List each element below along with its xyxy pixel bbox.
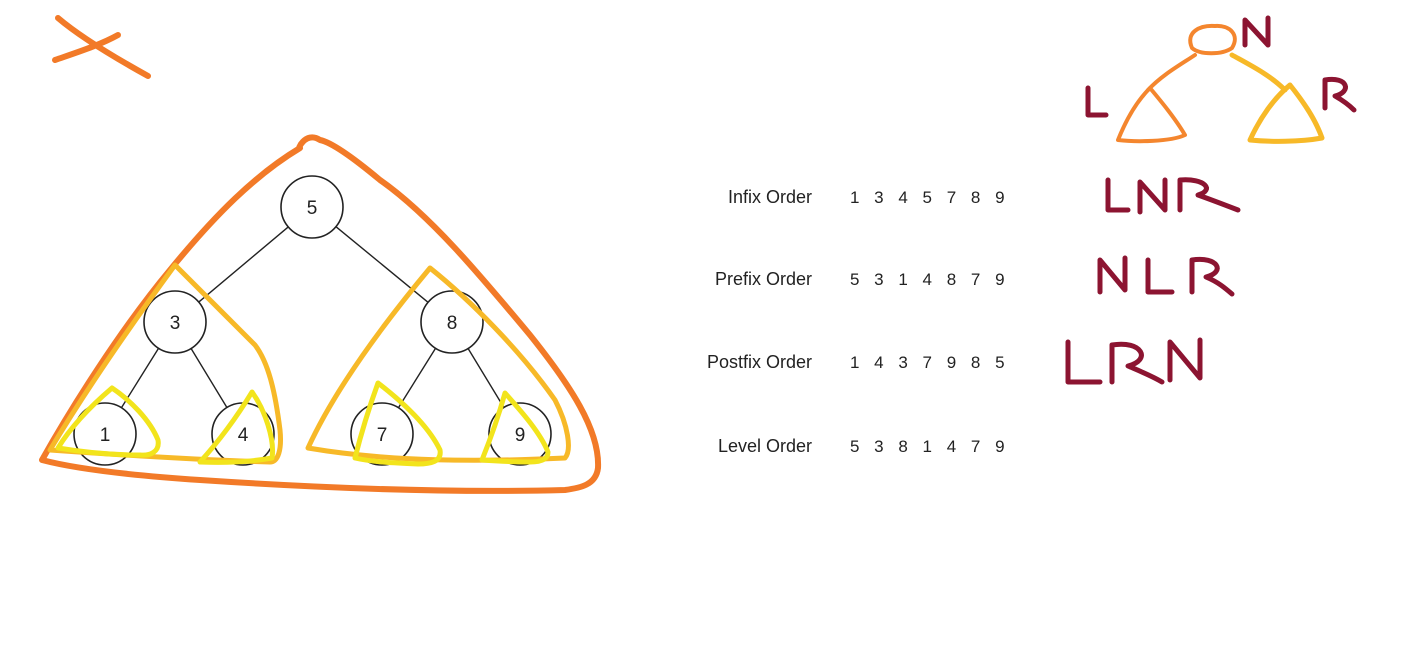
annotation-lrn	[1065, 337, 1203, 385]
traversal-sequence: 5 3 8 1 4 7 9	[850, 437, 1010, 456]
subtree-outline-whole-tree	[39, 134, 602, 494]
traversal-sequence: 1 3 4 5 7 8 9	[850, 188, 1010, 207]
tree-edge	[467, 348, 505, 408]
leaf-outline-1	[55, 385, 161, 458]
tree-node-circle	[488, 402, 552, 466]
leaf-outline-4	[197, 389, 276, 465]
tree-node: 9	[488, 402, 552, 466]
tree-node-label: 7	[377, 425, 388, 446]
tree-node-label: 4	[238, 425, 249, 446]
traversal-sequence: 1 4 3 7 9 8 5	[850, 353, 1010, 372]
legend-sketch	[1085, 15, 1357, 144]
tree-edge	[397, 347, 437, 409]
tree-node: 3	[143, 290, 207, 354]
traversal-label: Infix Order	[728, 187, 812, 207]
tree-node-circle	[73, 402, 137, 466]
traversal-label: Postfix Order	[707, 352, 812, 372]
orange-x-scribble	[52, 15, 151, 79]
tree-nodes: 5 3 8 1 4 7 9	[73, 175, 552, 466]
annotation-lnr	[1105, 177, 1241, 215]
tree-node-label: 8	[447, 313, 458, 334]
tree-node-circle	[280, 175, 344, 239]
traversal-list: Infix Order 1 3 4 5 7 8 9 Prefix Order 5 3 …	[707, 187, 1010, 456]
annotation-nlr	[1097, 255, 1235, 297]
tree-node-circle	[420, 290, 484, 354]
leaf-outline-9	[479, 390, 551, 465]
tree-node-label: 1	[100, 425, 111, 446]
tree-node: 8	[420, 290, 484, 354]
traversal-sequence: 5 3 1 4 8 7 9	[850, 270, 1010, 289]
leaf-outline-7	[352, 380, 443, 467]
tree-node-label: 9	[515, 425, 526, 446]
subtree-outline-right	[305, 265, 571, 463]
tree-edge	[198, 226, 289, 303]
tree-edge	[190, 348, 228, 408]
tree-node-label: 5	[307, 198, 318, 219]
tree-node-circle	[143, 290, 207, 354]
traversal-label: Prefix Order	[715, 269, 812, 289]
tree-node: 5	[280, 175, 344, 239]
tree-node-label: 3	[170, 313, 181, 334]
traversal-label: Level Order	[718, 436, 812, 456]
tree-node: 1	[73, 402, 137, 466]
